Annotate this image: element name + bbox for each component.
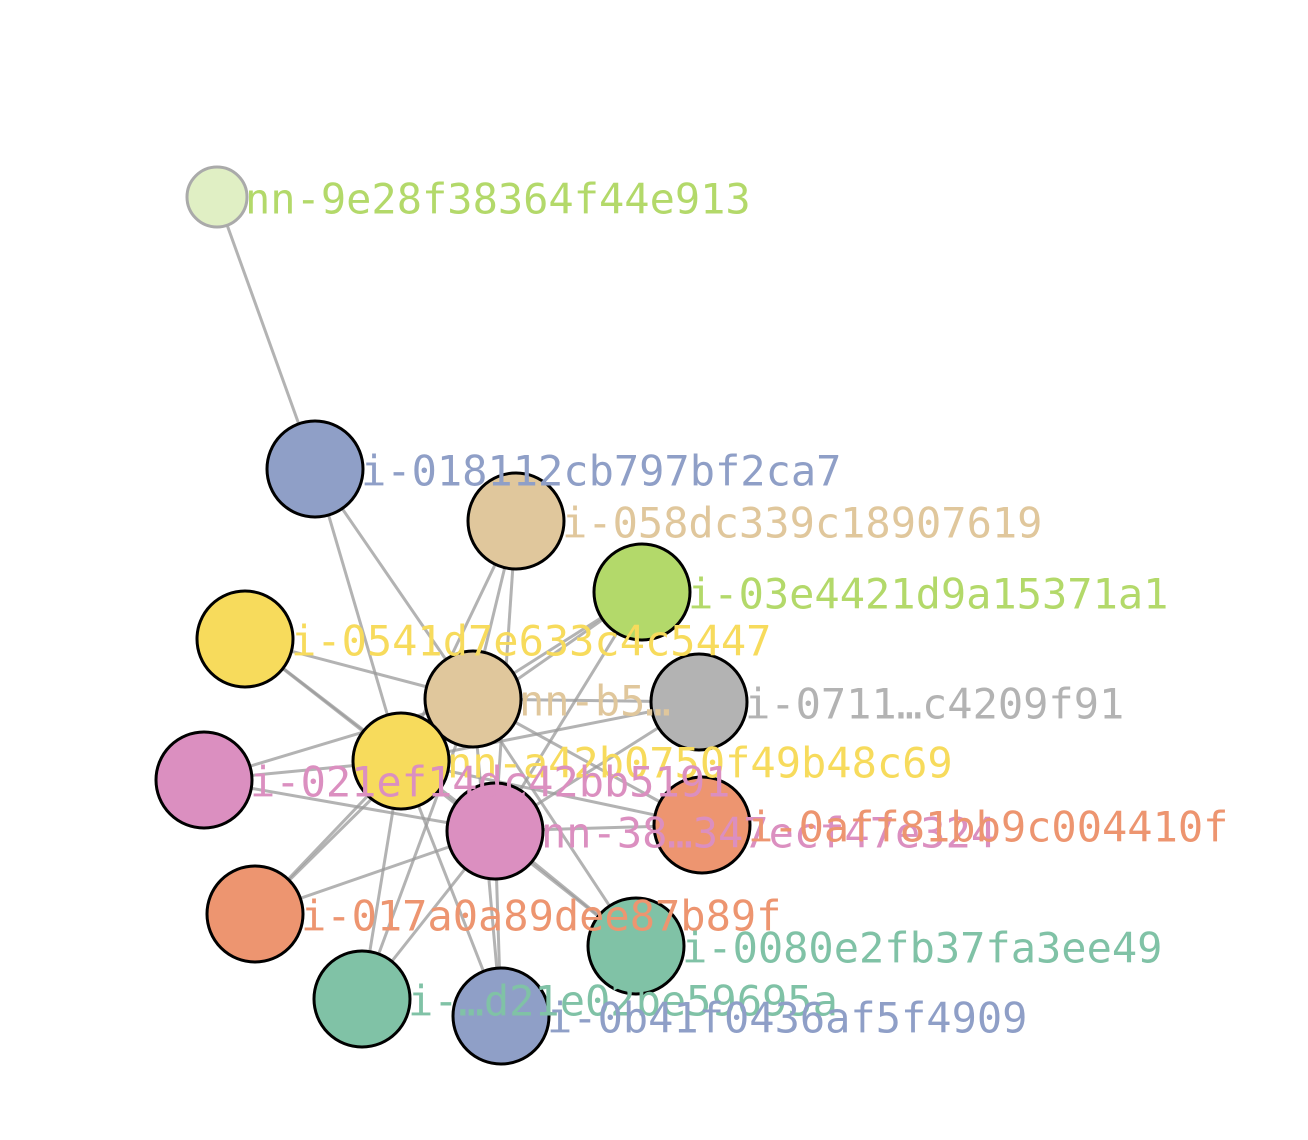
node-label: nn-38…347ecf47e324 — [541, 809, 996, 858]
node-label: i-0aff81bb9c004410f — [748, 803, 1228, 852]
node-label: nn-9e28f38364f44e913 — [245, 175, 751, 224]
edge — [400, 700, 700, 763]
node-i-017a0a89dee87b89f[interactable] — [205, 864, 305, 964]
node-nn-38[interactable] — [445, 781, 545, 881]
node-i-021ef14dc42bb5191[interactable] — [154, 730, 254, 830]
node-i-0711[interactable] — [649, 652, 749, 752]
node-label: nn-a42b0750f49b48c69 — [447, 739, 953, 788]
node-nn-b5[interactable] — [423, 649, 523, 749]
node-label: nn-b5… — [519, 677, 671, 726]
node-i-0080e2fb37fa3ee49[interactable] — [586, 896, 686, 996]
node-i-0b41f0436af5f4909[interactable] — [451, 966, 551, 1066]
node-label: i-0080e2fb37fa3ee49 — [682, 924, 1162, 973]
node-label: i-0711…c4209f91 — [745, 680, 1124, 729]
node-i-d21e02be59695a[interactable] — [312, 949, 412, 1049]
node-label: i-0541d7e633c4c5447 — [291, 617, 771, 666]
edge — [313, 468, 403, 762]
node-label: i-058dc339c18907619 — [562, 499, 1042, 548]
node-layer — [154, 165, 752, 1066]
node-i-018112cb797bf2ca7[interactable] — [265, 419, 365, 519]
node-nn-a42b0750f49b48c69[interactable] — [351, 711, 451, 811]
node-label: i-…d21e02be59695a — [408, 977, 838, 1026]
node-i-0541d7e633c4c5447[interactable] — [195, 589, 295, 689]
node-nn-9e28f38364f44e913[interactable] — [185, 165, 249, 229]
node-i-058dc339c18907619[interactable] — [466, 471, 566, 571]
node-i-0aff81bb9c004410f[interactable] — [652, 775, 752, 875]
node-label: i-03e4421d9a15371a1 — [688, 570, 1168, 619]
node-label: i-017a0a89dee87b89f — [301, 892, 781, 941]
node-label: i-0b41f0436af5f4909 — [547, 994, 1027, 1043]
label-layer: nn-9e28f38364f44e913i-018112cb797bf2ca7i… — [245, 175, 1228, 1043]
node-i-03e4421d9a15371a1[interactable] — [592, 542, 692, 642]
node-label: i-021ef14dc42bb5191 — [250, 758, 730, 807]
node-label: i-018112cb797bf2ca7 — [361, 447, 841, 496]
edge — [400, 759, 703, 827]
